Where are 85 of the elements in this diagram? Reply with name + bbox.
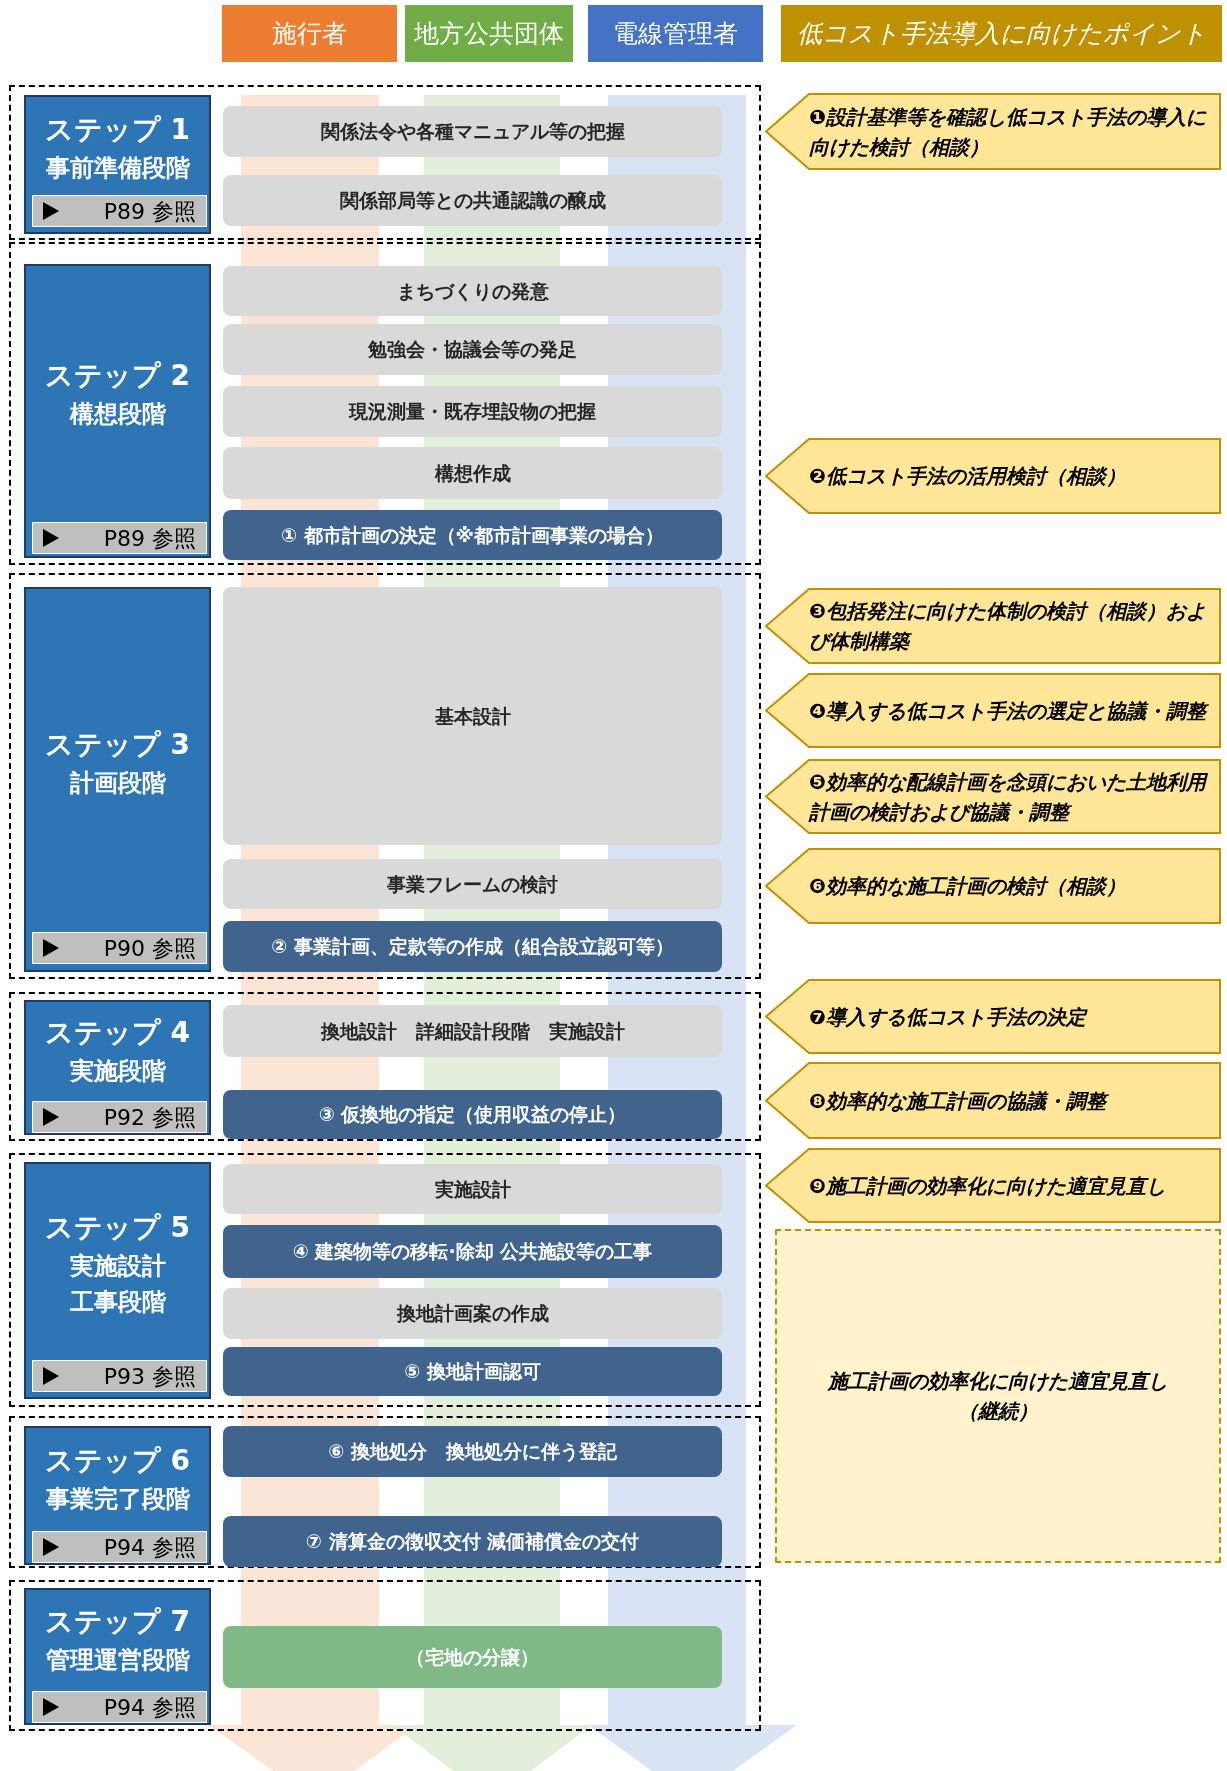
milestone-box: ⑥ 換地処分 換地処分に伴う登記: [223, 1426, 722, 1477]
callout-arrow: [765, 1062, 1221, 1139]
callout-arrow: [765, 588, 1221, 664]
process-box: 事業フレームの検討: [223, 859, 722, 909]
step-frame: [9, 1153, 761, 1407]
step-frame: [9, 1416, 761, 1568]
step-panel: [24, 1162, 211, 1399]
step-panel: [24, 587, 211, 972]
milestone-box: ② 事業計画、定款等の作成（組合設立認可等）: [223, 921, 722, 972]
callout-text: ❺効率的な配線計画を念頭においた土地利用計画の検討および協議・調整: [809, 768, 1207, 826]
page-reference: [32, 522, 207, 554]
step-name: 計画段階: [69, 767, 166, 799]
reference-text: P92 参照: [103, 1103, 196, 1132]
reference-text: P89 参照: [103, 524, 196, 553]
process-box: 勉強会・協議会等の発足: [223, 324, 722, 375]
step-frame: [9, 1580, 761, 1731]
milestone-box: ① 都市計画の決定（※都市計画事業の場合）: [223, 510, 722, 560]
step-frame: [9, 85, 761, 240]
column-header: 地方公共団体: [405, 5, 573, 62]
process-box: 現況測量・既存埋設物の把握: [223, 386, 722, 437]
note-box: [775, 1229, 1221, 1563]
callout-text: ❾施工計画の効率化に向けた適宜見直し: [809, 1172, 1166, 1200]
step-panel: [24, 95, 211, 234]
process-box: 関係部局等との共通認識の醸成: [223, 175, 722, 226]
process-box: 換地計画案の作成: [223, 1288, 722, 1339]
step-panel: [24, 1588, 211, 1725]
step-name: 工事段階: [69, 1286, 166, 1318]
step-name: 実施設計: [69, 1250, 166, 1282]
reference-text: P93 参照: [103, 1362, 196, 1391]
column-header: 低コスト手法導入に向けたポイント: [781, 5, 1222, 62]
reference-text: P94 参照: [103, 1533, 196, 1562]
page-reference: [32, 1360, 207, 1392]
step-panel: [24, 1426, 211, 1565]
step-title: ステップ 5: [44, 1209, 191, 1246]
page-reference: [32, 195, 207, 227]
callout-arrow: [765, 759, 1221, 834]
milestone-box: ⑤ 換地計画認可: [223, 1347, 722, 1396]
milestone-box: ③ 仮換地の指定（使用収益の停止）: [223, 1090, 722, 1139]
step-title: ステップ 4: [44, 1014, 191, 1051]
column-header: 施行者: [222, 5, 397, 62]
step-name: 管理運営段階: [45, 1644, 190, 1676]
step-title: ステップ 2: [44, 358, 191, 394]
step-frame: [9, 573, 761, 979]
process-box: 関係法令や各種マニュアル等の把握: [223, 106, 722, 157]
step-title: ステップ 7: [44, 1603, 191, 1640]
callout-text: ❼導入する低コスト手法の決定: [809, 1003, 1086, 1031]
step-frame: [9, 992, 761, 1141]
reference-text: P94 参照: [103, 1693, 196, 1722]
step-frame: [9, 242, 761, 565]
callout-text: ❻効率的な施工計画の検討（相談）: [809, 873, 1126, 900]
page-reference: [32, 1101, 207, 1133]
page-reference: [32, 932, 207, 964]
callout-text: ❶設計基準等を確認し低コスト手法の導入に向けた検討（相談）: [809, 103, 1207, 161]
process-box: 基本設計: [223, 587, 722, 845]
page-reference: [32, 1531, 207, 1563]
callout-text: ❷低コスト手法の活用検討（相談）: [809, 463, 1126, 490]
callout-text: ❸包括発注に向けた体制の検討（相談）および体制構築: [809, 598, 1207, 655]
callout-arrow: [765, 438, 1221, 514]
note-text: （継続）: [958, 1398, 1038, 1425]
process-box: まちづくりの発意: [223, 266, 722, 316]
final-box: （宅地の分譲）: [223, 1626, 722, 1688]
step-title: ステップ 3: [44, 726, 191, 763]
step-panel: [24, 1000, 211, 1135]
step-title: ステップ 1: [44, 111, 191, 148]
reference-text: P90 参照: [103, 934, 196, 963]
process-box: 換地設計 詳細設計段階 実施設計: [223, 1005, 722, 1057]
callout-arrow: [765, 673, 1221, 748]
milestone-box: ⑦ 清算金の徴収交付 減価補償金の交付: [223, 1516, 722, 1567]
milestone-box: ④ 建築物等の移転·除却 公共施設等の工事: [223, 1225, 722, 1278]
callout-arrow: [765, 979, 1221, 1054]
callout-arrow: [765, 93, 1221, 170]
page-reference: [32, 1691, 207, 1723]
reference-text: P89 参照: [103, 197, 196, 226]
callout-arrow: [765, 1148, 1221, 1223]
step-panel: [24, 264, 211, 558]
column-header: 電線管理者: [588, 5, 763, 62]
step-name: 事業完了段階: [45, 1483, 190, 1515]
step-name: 事前準備段階: [45, 152, 190, 184]
process-box: 構想作成: [223, 447, 722, 499]
step-title: ステップ 6: [44, 1442, 191, 1479]
callout-arrow: [765, 848, 1221, 924]
note-text: 施工計画の効率化に向けた適宜見直し: [828, 1368, 1168, 1395]
step-name: 構想段階: [69, 399, 166, 430]
process-box: 実施設計: [223, 1164, 722, 1214]
step-name: 実施段階: [69, 1055, 166, 1087]
